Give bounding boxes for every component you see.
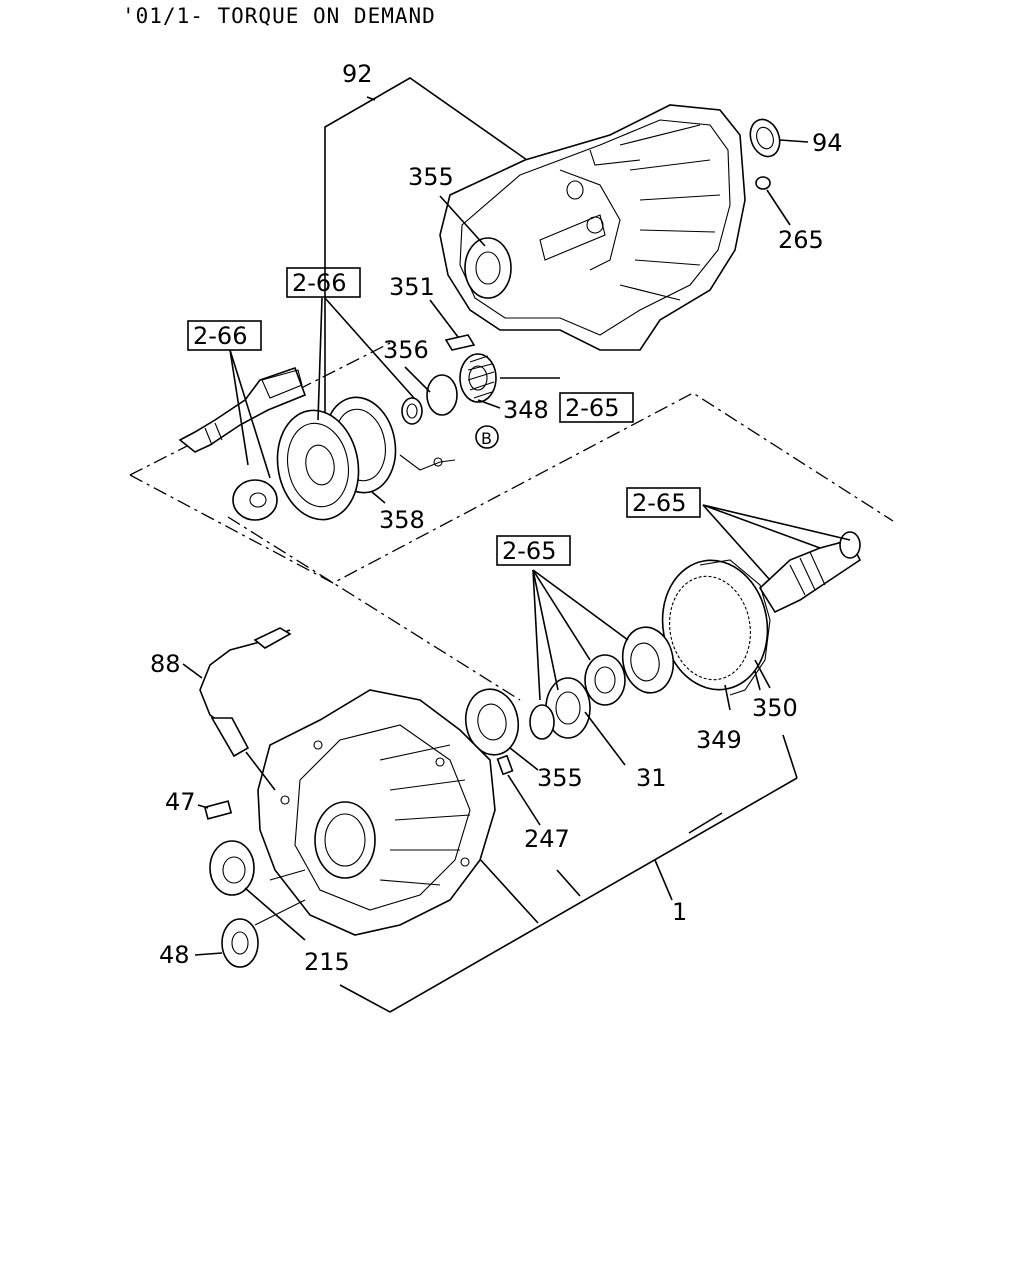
washer-48 xyxy=(194,899,306,968)
ref-265-c-label: 2-65 xyxy=(632,489,686,517)
ref-265-b-leader-2 xyxy=(532,569,559,691)
ref-266-a-leader-2 xyxy=(324,297,415,399)
ring-gear-349 xyxy=(661,559,769,711)
output-shaft xyxy=(178,366,307,453)
part-label-88: 88 xyxy=(150,650,181,678)
part-label-349: 349 xyxy=(696,726,742,754)
ref-266-a-leader-1 xyxy=(317,297,323,421)
ref-box-266-a xyxy=(286,267,361,298)
ref-265-b-leader-1 xyxy=(532,569,541,701)
callout-92-leader xyxy=(366,96,376,101)
bearing-355-bottom xyxy=(464,688,539,771)
ref-box-266-b xyxy=(187,320,262,351)
ref-box-265-c xyxy=(626,487,701,518)
callout-1-leader-f xyxy=(782,734,798,779)
sensor-88 xyxy=(182,627,292,791)
ref-265-c-leader-1 xyxy=(702,504,771,581)
part-label-348: 348 xyxy=(503,396,549,424)
part-label-92: 92 xyxy=(342,60,373,88)
callout-1-leader-c xyxy=(654,859,673,901)
front-housing xyxy=(257,689,496,936)
ref-266-b-label: 2-66 xyxy=(193,322,247,350)
part-label-31: 31 xyxy=(636,764,667,792)
washer xyxy=(232,479,278,521)
seal-215 xyxy=(209,840,306,941)
upper-assembly-frame xyxy=(129,392,894,584)
ref-265-b-leader-4 xyxy=(532,569,629,641)
carrier-31 xyxy=(529,626,675,766)
callout-92-bracket xyxy=(324,77,528,430)
page-title: '01/1- TORQUE ON DEMAND xyxy=(122,4,436,28)
callout-1-leader-d xyxy=(688,812,723,834)
ref-265-c-leader-2 xyxy=(702,504,821,549)
ref-266-b-leader-2 xyxy=(229,349,271,479)
ref-box-265-b xyxy=(496,535,571,566)
bearing-large xyxy=(276,409,360,521)
ref-265-b-label: 2-65 xyxy=(502,537,556,565)
drum-350 xyxy=(699,559,771,696)
part-label-48: 48 xyxy=(159,941,190,969)
pin-247 xyxy=(496,754,541,826)
lower-axis-line xyxy=(227,516,521,701)
reference-circle-b-label: B xyxy=(481,429,492,448)
ref-box-265-a xyxy=(559,392,634,423)
part-label-265: 265 xyxy=(778,226,824,254)
part-label-215: 215 xyxy=(304,948,350,976)
part-label-1: 1 xyxy=(672,898,687,926)
plug-265 xyxy=(755,176,791,226)
plate-351 xyxy=(429,299,476,351)
oil-seal-94 xyxy=(749,118,809,158)
ref-265-b-leader-3 xyxy=(532,569,591,661)
part-label-47: 47 xyxy=(165,788,196,816)
rear-housing-92 xyxy=(439,104,746,351)
part-label-355-top: 355 xyxy=(408,163,454,191)
ref-266-b-leader-1 xyxy=(229,349,249,466)
callout-1-leader-a xyxy=(477,856,539,924)
part-label-356: 356 xyxy=(383,336,429,364)
ref-265-c-leader-3 xyxy=(702,504,851,541)
part-label-94: 94 xyxy=(812,129,843,157)
part-label-355-bottom: 355 xyxy=(537,764,583,792)
part-label-358: 358 xyxy=(379,506,425,534)
part-label-351: 351 xyxy=(389,273,435,301)
callout-1-bracket xyxy=(339,777,798,1013)
bolt-47 xyxy=(197,800,233,820)
part-label-247: 247 xyxy=(524,825,570,853)
snap-ring-356 xyxy=(401,366,458,425)
reference-circle-b xyxy=(475,425,499,449)
callout-1-leader-b xyxy=(556,869,581,897)
callout-355-top-leader xyxy=(439,195,486,247)
gear-348 xyxy=(459,353,501,409)
ref-266-a-label: 2-66 xyxy=(292,269,346,297)
part-label-350: 350 xyxy=(752,694,798,722)
ref-265-a-label: 2-65 xyxy=(565,394,619,422)
